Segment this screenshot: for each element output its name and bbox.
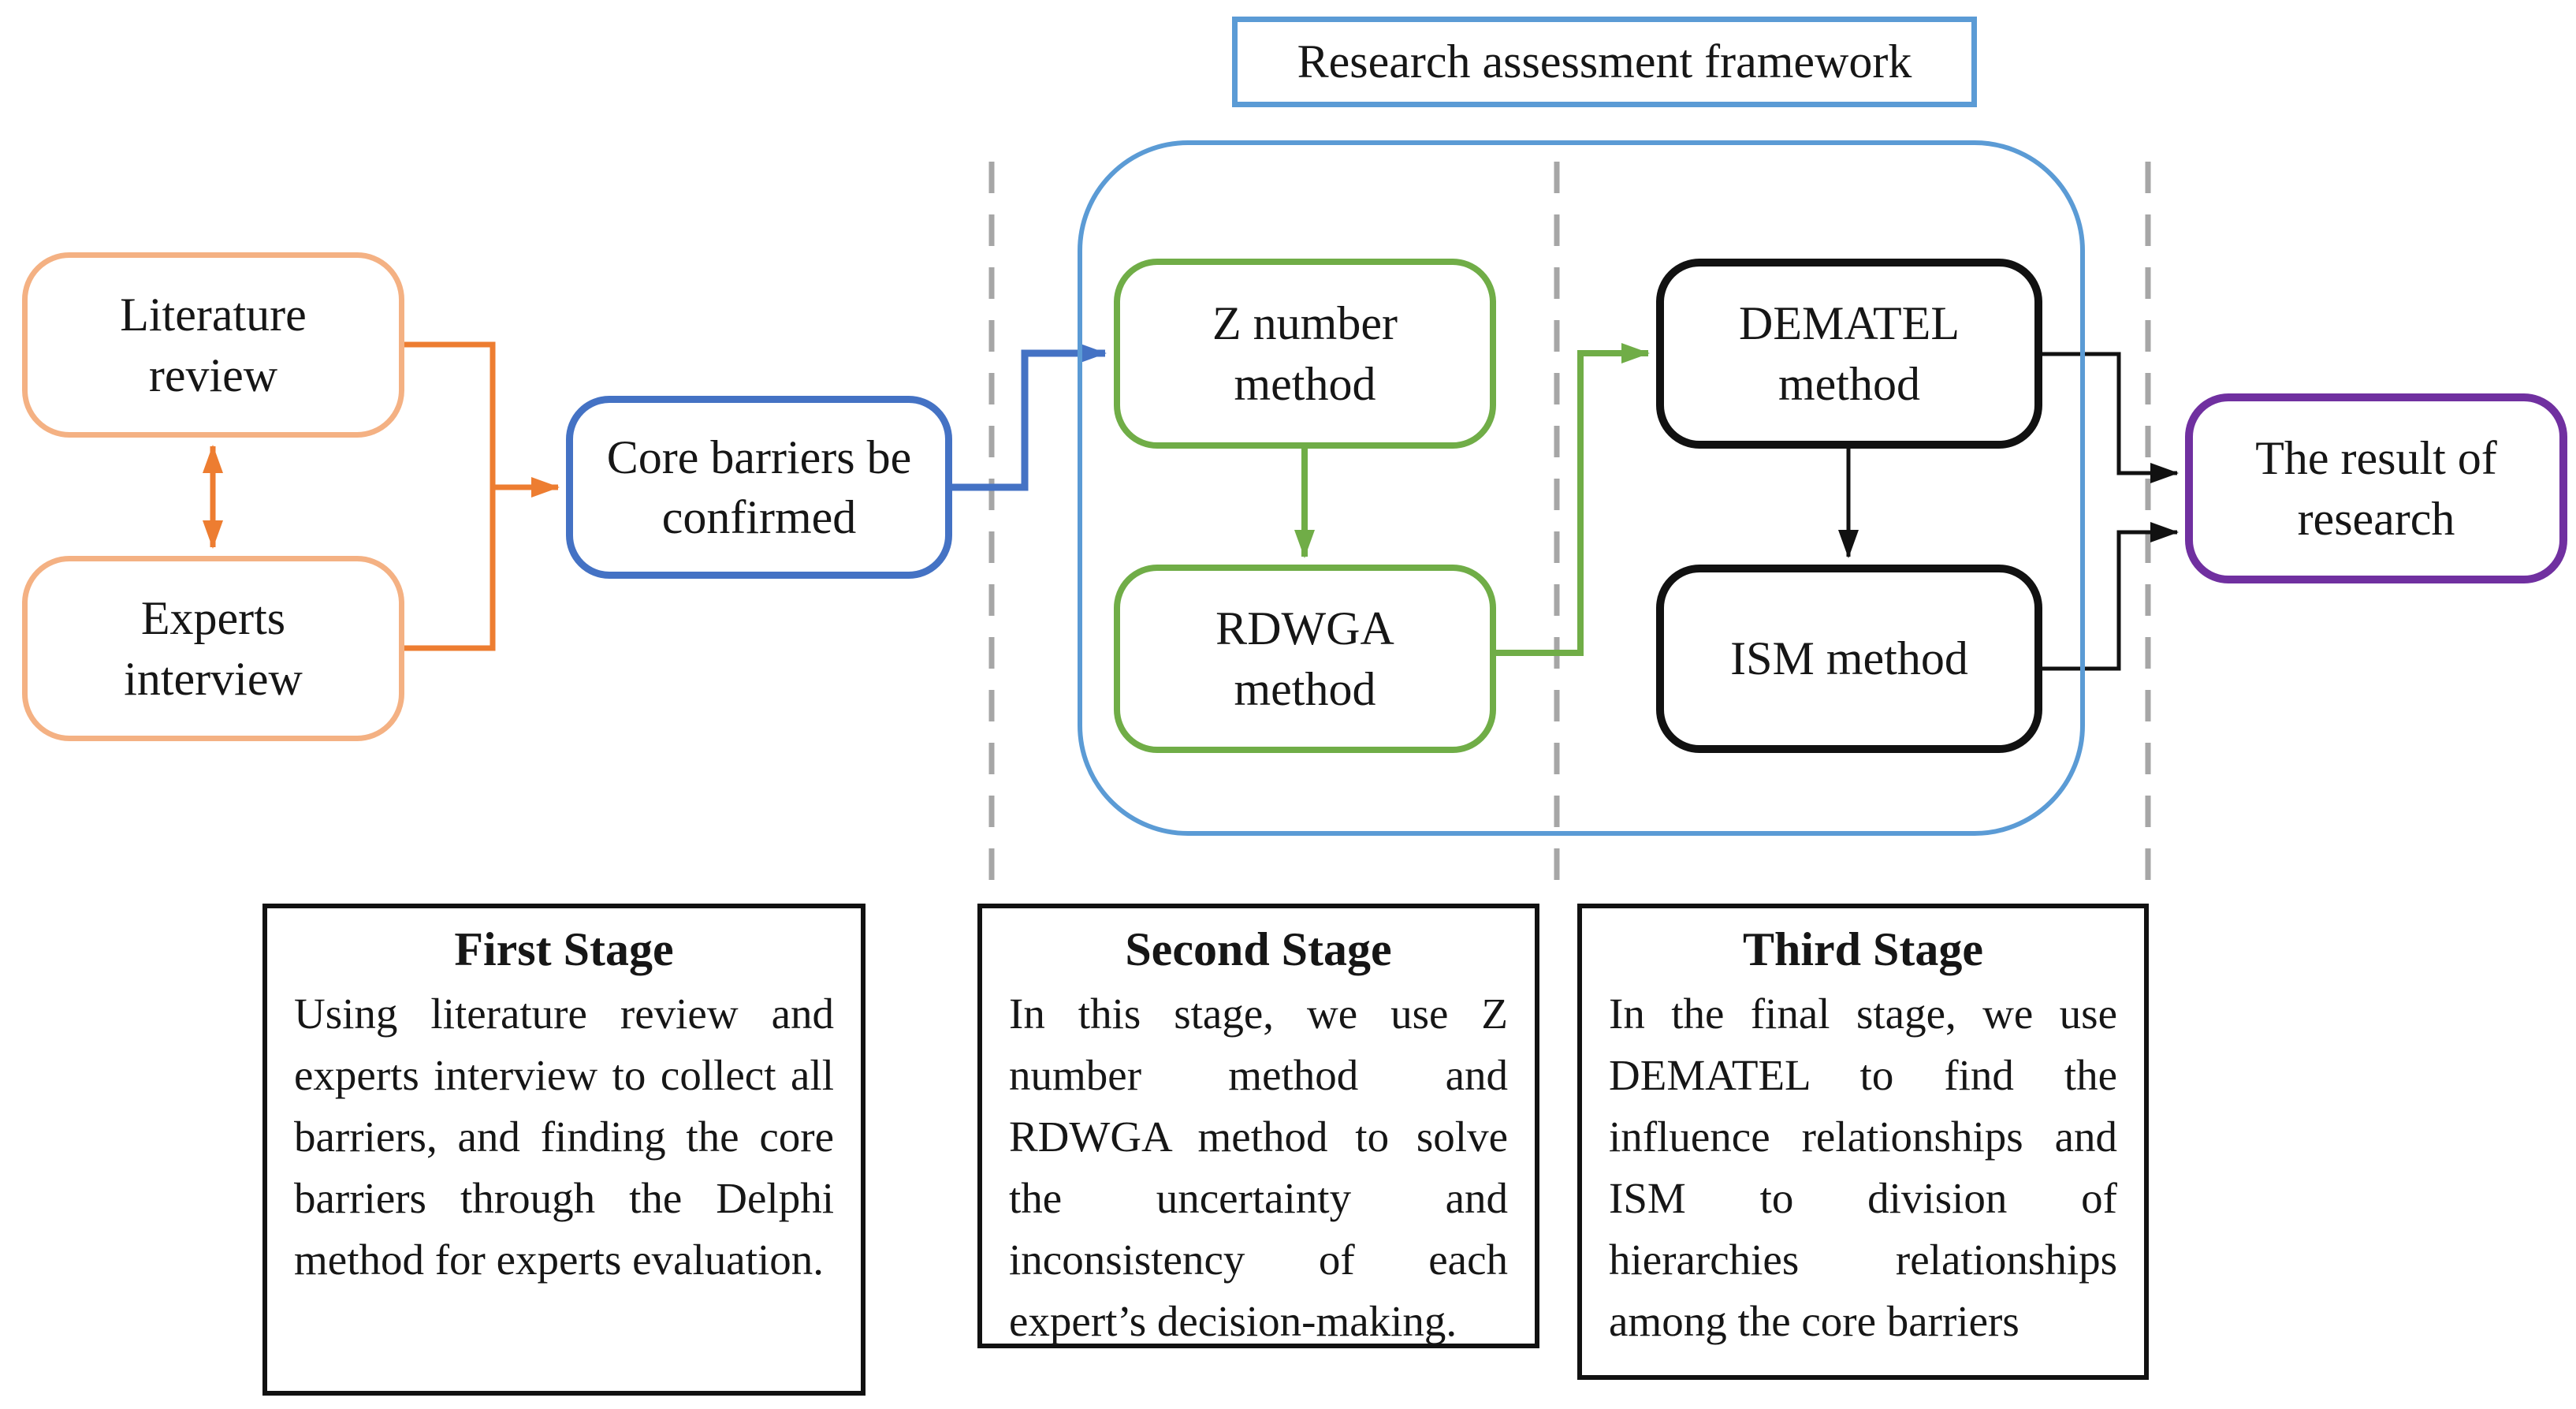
- ism-to-result-arrow: [2039, 522, 2179, 671]
- result-of-research-label: The result of research: [2255, 432, 2497, 545]
- z-number-method-box: Z number method: [1114, 259, 1496, 449]
- dematel-to-result-arrow: [2039, 352, 2179, 483]
- second-stage-description-box: Second Stage In this stage, we use Z num…: [977, 904, 1539, 1348]
- core-barriers-label: Core barriers be confirmed: [606, 431, 912, 543]
- z-number-method-label: Z number method: [1212, 297, 1398, 410]
- result-of-research-box: The result of research: [2185, 393, 2567, 583]
- literature-review-label: Literature review: [120, 289, 307, 401]
- first-stage-body: Using literature review and experts inte…: [294, 990, 834, 1284]
- dematel-method-label: DEMATEL method: [1739, 297, 1960, 410]
- stage-divider-lines: [988, 162, 2151, 889]
- blue-connectors: [949, 343, 1107, 491]
- sources-merge-connector: [399, 341, 496, 651]
- core-barriers-box: Core barriers be confirmed: [566, 396, 952, 579]
- literature-review-box: Literature review: [22, 252, 404, 438]
- framework-title-box: Research assessment framework: [1232, 17, 1977, 107]
- orange-connectors: [203, 341, 560, 651]
- experts-interview-box: Experts interview: [22, 556, 404, 741]
- third-stage-description-box: Third Stage In the final stage, we use D…: [1577, 904, 2149, 1380]
- rdwga-to-dematel-arrow: [1493, 343, 1650, 656]
- rdwga-method-label: RDWGA method: [1215, 602, 1394, 715]
- ism-method-label: ISM method: [1730, 632, 1968, 685]
- second-stage-body: In this stage, we use Z number method an…: [1009, 990, 1508, 1346]
- framework-container-outline: [1078, 140, 2085, 836]
- third-stage-body: In the final stage, we use DEMATEL to fi…: [1609, 990, 2117, 1346]
- second-stage-title: Second Stage: [1125, 923, 1392, 975]
- third-stage-title: Third Stage: [1742, 923, 1984, 975]
- experts-interview-label: Experts interview: [124, 592, 303, 705]
- rdwga-method-box: RDWGA method: [1114, 565, 1496, 753]
- green-connectors: [1294, 343, 1650, 656]
- first-stage-title: First Stage: [454, 923, 674, 975]
- first-stage-description-box: First Stage Using literature review and …: [262, 904, 865, 1396]
- black-connectors: [1838, 352, 2179, 671]
- framework-title-label: Research assessment framework: [1297, 35, 1912, 88]
- dematel-method-box: DEMATEL method: [1656, 259, 2042, 449]
- core-to-znumber-arrow: [949, 343, 1107, 491]
- ism-method-box: ISM method: [1656, 565, 2042, 753]
